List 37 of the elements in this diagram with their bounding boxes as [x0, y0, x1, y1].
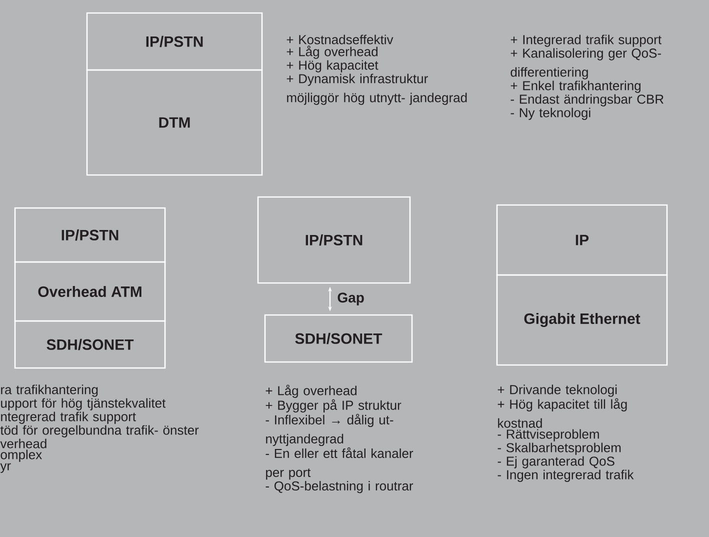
layer-box: Gigabit Ethernet — [496, 274, 668, 366]
list-item: + Drivande teknologi — [498, 384, 617, 397]
list-item: ntegrerad trafik support — [1, 412, 136, 424]
list-item: + Låg overhead — [286, 46, 378, 59]
list-item: omplex — [0, 450, 42, 462]
list-item: - Ny teknologi — [510, 108, 590, 120]
list-item: + Integrerad trafik support — [510, 34, 662, 47]
layer-box: IP/PSTN — [257, 196, 411, 284]
list-item: upport för hög tjänstekvalitet — [1, 398, 166, 410]
layer-box: DTM — [86, 69, 263, 176]
list-item: verhead — [0, 438, 46, 448]
layer-box: IP/PSTN — [86, 12, 263, 71]
list-item: - En eller ett fåtal kanaler per port — [266, 447, 414, 480]
edge-label: Gap — [336, 292, 366, 306]
list-item: + Hög kapacitet — [286, 60, 378, 72]
list-item: + Hög kapacitet till låg kostnad — [498, 398, 627, 428]
list-item: + Enkel trafikhantering — [510, 80, 640, 93]
list-item: ra trafikhantering — [1, 384, 98, 397]
list-item: - QoS-belastning i routrar — [266, 481, 414, 494]
list-item: - Ingen integrerad trafik — [498, 470, 634, 482]
layer-box: IP/PSTN — [14, 207, 166, 263]
list-item: + Bygger på IP struktur — [266, 399, 402, 412]
layer-box: SDH/SONET — [264, 314, 413, 363]
layer-box: Overhead ATM — [14, 261, 166, 322]
layer-box: IP — [496, 204, 668, 276]
list-item: - Inflexibel → dålig ut- nyttjandegrad — [266, 414, 394, 446]
layer-box: SDH/SONET — [14, 320, 166, 369]
list-item: + Kanalisolering ger QoS- differentiering — [510, 48, 661, 80]
list-item: + Dynamisk infrastruktur möjliggör hög utnytt- jandegrad — [286, 74, 467, 105]
list-item: töd för oregelbundna trafik- önster — [0, 425, 199, 438]
list-item: yr — [0, 463, 11, 473]
list-item: - Rättviseproblem — [498, 429, 599, 442]
list-item: + Låg overhead — [266, 384, 356, 398]
list-item: - Endast ändringsbar CBR — [510, 94, 664, 106]
list-item: - Skalbarhetsproblem — [498, 442, 621, 455]
list-item: - Ej garanterad QoS — [498, 456, 614, 468]
list-item: + Kostnadseffektiv — [286, 34, 394, 44]
